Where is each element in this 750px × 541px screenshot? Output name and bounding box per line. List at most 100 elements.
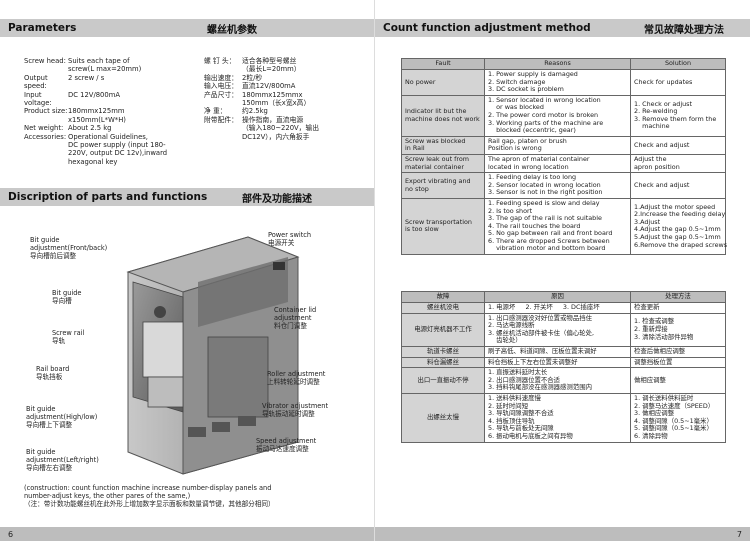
- spec-key: Screw head:: [24, 57, 66, 65]
- spec-value: 适合各种型号螺丝（最长L=20mm）: [242, 57, 369, 74]
- cell-line: 料仓挡板上下左右位置未调整好: [488, 357, 578, 366]
- cell-line: machine: [634, 122, 670, 131]
- spec-row: 输入电压：直流12V/800mA: [204, 82, 369, 90]
- spec-value: About 2.5 kg: [68, 124, 184, 132]
- spec-row: Input voltage:DC 12V/800mA: [24, 91, 184, 108]
- table-cell-reasons: 1. Sensor located in wrong location or w…: [484, 94, 631, 137]
- cell-line: 5. No gap between rail and front board: [488, 229, 613, 238]
- cell-line: 刷子高低、料道间隙、压板位置未调好: [488, 346, 597, 355]
- cell-line: 4. 挡板顶住导轨: [488, 416, 535, 425]
- cell-line: 3. 清除活动部件异物: [634, 332, 694, 341]
- table-cell-fault: 电源灯亮机器不工作: [401, 312, 485, 347]
- cell-line: no stop: [405, 184, 429, 193]
- cell-line: Screw leak out from: [405, 154, 469, 163]
- right-page: Count function adjustment method 常见故障处理方…: [375, 0, 750, 541]
- cell-line: apron position: [634, 162, 680, 171]
- table-cell-solution: 做相应调整: [630, 367, 726, 394]
- cell-line: 5. 调整间隙（0.5~1毫米）: [634, 424, 713, 433]
- cell-line: Screw transportation: [405, 217, 472, 226]
- cell-line: material container: [405, 162, 464, 171]
- spec-value-line: DC 12V/800mA: [68, 90, 120, 99]
- spec-key: 净 重：: [204, 107, 227, 116]
- cell-line: 2. Re-welding: [634, 107, 678, 116]
- spec-value: 2 screw / s: [68, 74, 184, 91]
- troubleshoot-header: Count function adjustment method 常见故障处理方…: [375, 19, 750, 37]
- callout-en: Bit guide adjustment(Front/back): [30, 236, 108, 252]
- cell-line: 1. 送料供料速度慢: [488, 393, 541, 402]
- parameters-title-en: Parameters: [8, 22, 77, 34]
- cell-line: 1. Power supply is damaged: [488, 70, 578, 78]
- cell-line: 2. 调整马达速度（SPEED）: [634, 401, 715, 410]
- cell-line: 3. 导轨间隙调整不合适: [488, 409, 554, 418]
- cell-line: 3. 螺丝机活动部件被卡住（偏心轮处,: [488, 328, 595, 337]
- page-number: 7: [736, 529, 742, 539]
- callout-cn: 导向槽前后调整: [30, 252, 77, 260]
- callout-en: Container lid adjustment: [274, 306, 317, 322]
- cell-line: 2. Switch damage: [488, 77, 546, 86]
- spec-row: Net weight: About 2.5 kg: [24, 124, 184, 132]
- spec-value-line: 约2.5kg: [242, 107, 268, 116]
- callout-cn: 上料转轮延时调整: [267, 378, 320, 386]
- cell-line: 2. Sensor located in wrong location: [488, 180, 601, 189]
- table-cell-fault: 出口一直振动不停: [401, 367, 485, 394]
- callout-en: Bit guide: [52, 289, 82, 297]
- spec-value: 2粒/秒: [242, 74, 369, 82]
- cell-line: located in wrong location: [488, 162, 569, 171]
- spec-key: 输出速度：: [204, 73, 238, 82]
- callout-cn: 导轨: [52, 337, 66, 345]
- cell-line: 轨道卡螺丝: [427, 346, 459, 355]
- spec-key: Net weight:: [24, 124, 64, 133]
- callout-en: Speed adjustment: [256, 437, 317, 445]
- table-cell-reasons: 刷子高低、料道间隙、压板位置未调好: [484, 345, 631, 358]
- table-header-cell: 原因: [484, 291, 631, 303]
- left-footer: 6: [0, 527, 375, 541]
- spec-value-line: 180mmx125mmx: [242, 90, 303, 99]
- table-cell-solution: 检查后做相应调整: [630, 345, 726, 358]
- table-cell-fault: No power: [401, 69, 485, 96]
- cell-line: 6. 振动电机与底板之间有异物: [488, 431, 573, 440]
- table-cell-fault: 料仓漏螺丝: [401, 356, 485, 369]
- spec-list-cn: 螺 钉 头：适合各种型号螺丝（最长L=20mm）输出速度： 2粒/秒输入电压：直流…: [204, 57, 369, 141]
- spec-value-line: 2 screw / s: [68, 73, 105, 82]
- callout-en: Rail board: [36, 365, 70, 373]
- cell-line: 检查更新: [634, 303, 660, 311]
- table-cell-solution: 调整挡板位置: [630, 356, 726, 369]
- spec-row: 螺 钉 头：适合各种型号螺丝（最长L=20mm）: [204, 57, 369, 74]
- cell-line: 1. Feeding delay is too long: [488, 173, 577, 182]
- callout-cn: 料仓门调整: [274, 322, 307, 330]
- table-header-cell: Reasons: [484, 58, 631, 70]
- callout-cn: 电源开关: [268, 239, 295, 247]
- spec-value: 约2.5kg: [242, 107, 369, 115]
- cell-line: 2. The power cord motor is broken: [488, 110, 599, 119]
- cell-line: 1. Sensor located in wrong location: [488, 95, 601, 104]
- cell-line: 3.Adjust: [634, 217, 661, 226]
- spec-value-line: x150mm(L*W*H): [68, 115, 126, 124]
- spec-row: Output speed:2 screw / s: [24, 74, 184, 91]
- cell-line: or was blocked: [488, 103, 544, 112]
- spec-value-line: Operational Guidelines,: [68, 132, 148, 141]
- cell-line: Adjust the: [634, 154, 667, 163]
- spec-value: Operational Guidelines,DC power supply (…: [68, 133, 184, 167]
- cell-line: 4. The rail touches the board: [488, 221, 581, 230]
- cell-line: 料仓漏螺丝: [427, 357, 459, 366]
- cell-line: 1. 电源坏 2. 开关坏 3. DC插座坏: [488, 303, 600, 311]
